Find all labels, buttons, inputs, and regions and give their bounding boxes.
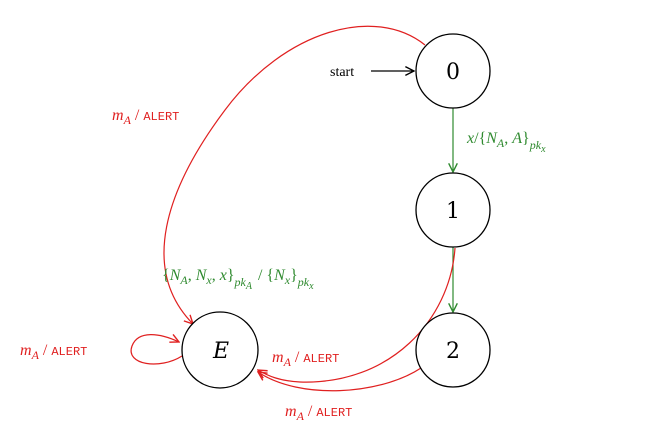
label-2-to-E: mA/ALERT	[285, 403, 352, 423]
edge-E-self-loop	[130, 335, 183, 365]
start-label: start	[330, 65, 354, 80]
label-1-to-E: mA/ALERT	[272, 349, 339, 369]
edge-2-to-E	[258, 367, 422, 392]
state-2-label: 2	[446, 339, 460, 364]
label-0-to-E: mA/ALERT	[112, 107, 179, 127]
edge-1-to-E	[258, 247, 456, 383]
edge-0-to-E	[163, 25, 426, 324]
label-0-to-1: x/{NA,A}pkx	[466, 130, 546, 155]
state-E-label: E	[212, 339, 229, 364]
state-2: 2	[415, 312, 491, 388]
label-1-to-2: {NA,Nx,x}pkA/{Nx}pkx	[162, 267, 314, 292]
state-1-label: 1	[446, 199, 460, 224]
state-1: 1	[415, 172, 491, 248]
state-E: E	[181, 311, 259, 389]
label-E-self-loop: mA/ALERT	[20, 342, 87, 362]
state-0: 0	[415, 33, 491, 109]
state-0-label: 0	[446, 60, 460, 85]
